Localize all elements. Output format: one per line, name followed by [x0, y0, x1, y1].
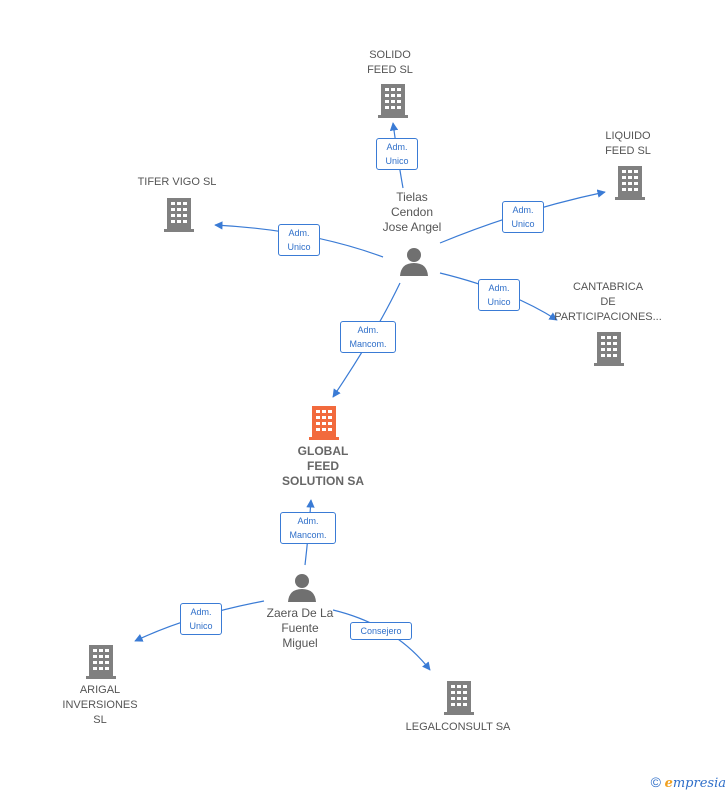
edge-label-tielas-solido: Adm. Unico [376, 138, 418, 170]
building-icon-tifer[interactable] [164, 198, 194, 232]
building-icon-legalconsult[interactable] [444, 681, 474, 715]
edge-label-tielas-global: Adm. Mancom. [340, 321, 396, 353]
building-icon-liquido[interactable] [615, 166, 645, 200]
edge-label-zaera-legalconsult: Consejero [350, 622, 412, 640]
brand-logo[interactable]: empresia [664, 776, 726, 791]
edge-label-tielas-liquido: Adm. Unico [502, 201, 544, 233]
building-icon-cantabrica[interactable] [594, 332, 624, 366]
node-label-solido[interactable]: SOLIDO FEED SL [367, 49, 413, 76]
building-icon-arigal[interactable] [86, 645, 116, 679]
edge-label-zaera-global: Adm. Mancom. [280, 512, 336, 544]
edge-label-zaera-arigal: Adm. Unico [180, 603, 222, 635]
node-label-zaera[interactable]: Zaera De La Fuente Miguel [266, 606, 334, 650]
copyright-icon: © [650, 774, 661, 790]
edge-label-tielas-cantabrica: Adm. Unico [478, 279, 520, 311]
brand-footer[interactable]: © empresia [651, 774, 726, 791]
edge-label-tielas-tifer: Adm. Unico [278, 224, 320, 256]
node-label-legalconsult[interactable]: LEGALCONSULT SA [405, 721, 511, 733]
node-label-liquido[interactable]: LIQUIDO FEED SL [605, 130, 651, 157]
building-icon-solido[interactable] [378, 84, 408, 118]
node-label-global[interactable]: GLOBAL FEED SOLUTION SA [281, 444, 364, 488]
person-icon-zaera[interactable] [287, 572, 317, 602]
node-label-cantabrica[interactable]: CANTABRICA DE PARTICIPACIONES... [554, 281, 662, 323]
node-label-arigal[interactable]: ARIGAL INVERSIONES SL [62, 684, 138, 726]
node-label-tifer[interactable]: TIFER VIGO SL [137, 176, 217, 188]
node-label-tielas[interactable]: Tielas Cendon Jose Angel [382, 190, 442, 234]
person-icon-tielas[interactable] [399, 246, 429, 276]
building-icon-global-main[interactable] [309, 406, 339, 440]
